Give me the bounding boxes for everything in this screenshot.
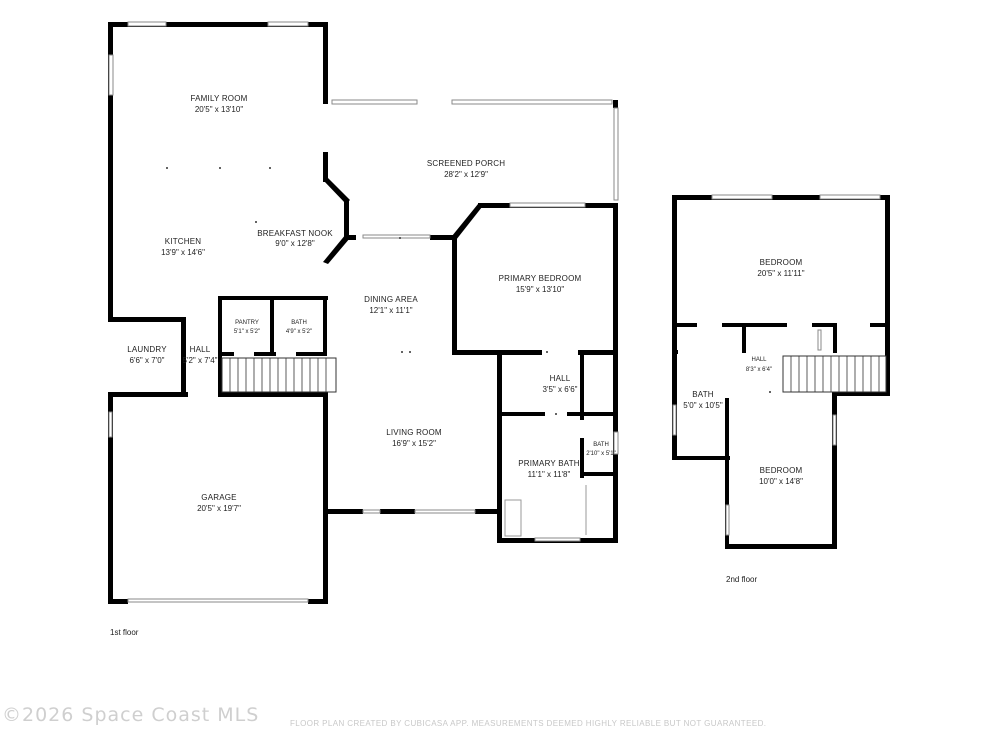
svg-text:28'2" x 12'9": 28'2" x 12'9" xyxy=(444,170,488,179)
disclaimer: FLOOR PLAN CREATED BY CUBICASA APP. MEAS… xyxy=(290,719,767,728)
svg-text:DINING AREA: DINING AREA xyxy=(364,295,418,304)
svg-text:HALL: HALL xyxy=(190,345,211,354)
svg-text:5'0" x 10'5": 5'0" x 10'5" xyxy=(683,401,723,410)
svg-text:8'3" x 6'4": 8'3" x 6'4" xyxy=(746,367,772,373)
room-primary-bedroom: PRIMARY BEDROOM 15'9" x 13'10" xyxy=(499,274,582,294)
second-floor-stairs xyxy=(782,355,887,393)
room-pantry: PANTRY 5'1" x 5'2" xyxy=(234,320,260,335)
svg-text:9'0" x 12'8": 9'0" x 12'8" xyxy=(275,239,315,248)
svg-text:13'9" x 14'6": 13'9" x 14'6" xyxy=(161,248,205,257)
svg-text:2'10" x 5'1": 2'10" x 5'1" xyxy=(586,451,616,457)
svg-text:3'5" x 6'6": 3'5" x 6'6" xyxy=(543,385,578,394)
first-floor-stairs xyxy=(221,357,337,393)
svg-text:20'5" x 19'7": 20'5" x 19'7" xyxy=(197,504,241,513)
first-floor-label: 1st floor xyxy=(110,628,139,637)
svg-text:PANTRY: PANTRY xyxy=(235,320,259,326)
room-laundry: LAUNDRY 6'6" x 7'0" xyxy=(127,345,167,365)
room-breakfast-nook: BREAKFAST NOOK 9'0" x 12'8" xyxy=(257,229,333,248)
svg-text:BEDROOM: BEDROOM xyxy=(760,258,803,267)
room-hall-2: HALL 3'5" x 6'6" xyxy=(543,374,578,394)
watermark: ©2026 Space Coast MLS xyxy=(2,704,260,726)
svg-text:BATH: BATH xyxy=(692,390,714,399)
svg-text:KITCHEN: KITCHEN xyxy=(165,237,202,246)
svg-text:PRIMARY BATH: PRIMARY BATH xyxy=(518,459,580,468)
svg-text:4'9" x 5'2": 4'9" x 5'2" xyxy=(286,329,312,335)
second-floor-label: 2nd floor xyxy=(726,575,757,584)
room-hall-3: HALL 8'3" x 6'4" xyxy=(746,357,772,373)
svg-text:HALL: HALL xyxy=(550,374,571,383)
svg-text:12'1" x 11'1": 12'1" x 11'1" xyxy=(369,306,412,315)
svg-text:10'0" x 14'8": 10'0" x 14'8" xyxy=(759,477,803,486)
room-dining-area: DINING AREA 12'1" x 11'1" xyxy=(364,295,418,315)
fixtures xyxy=(504,485,587,537)
room-family-room: FAMILY ROOM 20'5" x 13'10" xyxy=(190,94,247,114)
room-kitchen: KITCHEN 13'9" x 14'6" xyxy=(161,237,205,257)
svg-text:11'1" x 11'8": 11'1" x 11'8" xyxy=(528,470,571,479)
svg-text:15'9" x 13'10": 15'9" x 13'10" xyxy=(516,285,564,294)
svg-text:GARAGE: GARAGE xyxy=(201,493,236,502)
room-garage: GARAGE 20'5" x 19'7" xyxy=(197,493,241,513)
room-screened-porch: SCREENED PORCH 28'2" x 12'9" xyxy=(427,159,505,179)
svg-text:SCREENED PORCH: SCREENED PORCH xyxy=(427,159,505,168)
room-bedroom-1: BEDROOM 20'5" x 11'11" xyxy=(757,258,804,278)
room-primary-bath: PRIMARY BATH 11'1" x 11'8" xyxy=(518,459,580,479)
room-bedroom-2: BEDROOM 10'0" x 14'8" xyxy=(759,466,803,486)
svg-text:5'1" x 5'2": 5'1" x 5'2" xyxy=(234,329,260,335)
room-bath-2: BATH 2'10" x 5'1" xyxy=(586,442,616,457)
svg-text:5'2" x 7'4": 5'2" x 7'4" xyxy=(183,356,218,365)
svg-text:16'9" x 15'2": 16'9" x 15'2" xyxy=(392,439,436,448)
svg-text:FAMILY ROOM: FAMILY ROOM xyxy=(190,94,247,103)
first-floor-walls xyxy=(108,22,618,604)
svg-text:BATH: BATH xyxy=(291,320,307,326)
svg-text:BEDROOM: BEDROOM xyxy=(760,466,803,475)
door-markers xyxy=(166,167,771,415)
svg-text:BREAKFAST NOOK: BREAKFAST NOOK xyxy=(257,229,333,238)
svg-text:20'5" x 11'11": 20'5" x 11'11" xyxy=(757,269,804,278)
svg-text:LAUNDRY: LAUNDRY xyxy=(127,345,167,354)
second-floor-walls xyxy=(672,195,890,549)
room-bath-1: BATH 4'9" x 5'2" xyxy=(286,320,312,335)
second-floor-windows xyxy=(672,194,881,536)
first-floor-windows xyxy=(108,21,619,603)
room-hall-1: HALL 5'2" x 7'4" xyxy=(183,345,218,365)
svg-text:LIVING ROOM: LIVING ROOM xyxy=(386,428,442,437)
room-living-room: LIVING ROOM 16'9" x 15'2" xyxy=(386,428,442,448)
svg-text:20'5" x 13'10": 20'5" x 13'10" xyxy=(195,105,243,114)
svg-text:BATH: BATH xyxy=(593,442,609,448)
room-bath-3: BATH 5'0" x 10'5" xyxy=(683,390,723,410)
svg-text:HALL: HALL xyxy=(751,357,767,363)
svg-text:PRIMARY BEDROOM: PRIMARY BEDROOM xyxy=(499,274,582,283)
svg-text:6'6" x 7'0": 6'6" x 7'0" xyxy=(130,356,165,365)
